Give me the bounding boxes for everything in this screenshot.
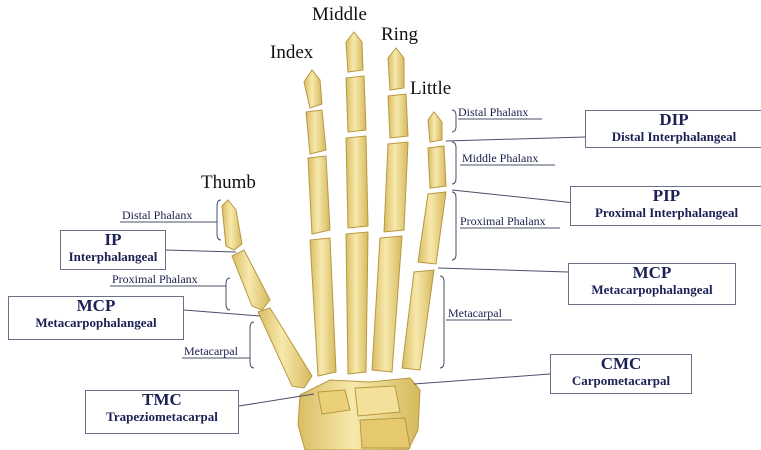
joint-abbr-tmc: TMC (86, 391, 238, 409)
segment-label-distal-phalanx-right: Distal Phalanx (458, 105, 528, 120)
thumb-bones (222, 200, 312, 388)
middle-finger-bones (346, 32, 368, 374)
finger-label-index: Index (270, 42, 313, 64)
ring-finger-bones (372, 48, 408, 372)
joint-full-dip: Distal Interphalangeal (586, 129, 761, 144)
joint-abbr-dip: DIP (586, 111, 761, 129)
joint-full-mcp-right: Metacarpophalangeal (569, 282, 735, 297)
segment-label-metacarpal-left: Metacarpal (184, 344, 238, 359)
joint-abbr-mcp-right: MCP (569, 264, 735, 282)
joint-full-pip: Proximal Interphalangeal (571, 205, 761, 220)
segment-label-metacarpal-right: Metacarpal (448, 306, 502, 321)
carpal-bones (298, 378, 420, 450)
little-finger-bones (402, 112, 446, 370)
joint-box-tmc: TMC Trapeziometacarpal (85, 390, 239, 434)
finger-label-middle: Middle (312, 4, 367, 26)
joint-full-mcp-left: Metacarpophalangeal (9, 315, 183, 330)
joint-abbr-cmc: CMC (551, 355, 691, 373)
joint-box-dip: DIP Distal Interphalangeal (585, 110, 761, 148)
joint-full-tmc: Trapeziometacarpal (86, 409, 238, 424)
segment-label-middle-phalanx: Middle Phalanx (462, 151, 538, 166)
index-finger-bones (304, 70, 336, 376)
joint-box-pip: PIP Proximal Interphalangeal (570, 186, 761, 226)
segment-label-proximal-phalanx-right: Proximal Phalanx (460, 214, 546, 229)
joint-abbr-mcp-left: MCP (9, 297, 183, 315)
joint-abbr-pip: PIP (571, 187, 761, 205)
finger-label-ring: Ring (381, 24, 418, 46)
segment-label-proximal-phalanx-left: Proximal Phalanx (112, 272, 198, 287)
finger-label-thumb: Thumb (201, 172, 256, 194)
joint-box-cmc: CMC Carpometacarpal (550, 354, 692, 394)
joint-abbr-ip: IP (61, 231, 165, 249)
finger-label-little: Little (410, 78, 451, 100)
joint-full-ip: Interphalangeal (61, 249, 165, 264)
joint-box-ip: IP Interphalangeal (60, 230, 166, 270)
joint-box-mcp-left: MCP Metacarpophalangeal (8, 296, 184, 340)
segment-label-distal-phalanx-left: Distal Phalanx (122, 208, 192, 223)
joint-full-cmc: Carpometacarpal (551, 373, 691, 388)
joint-box-mcp-right: MCP Metacarpophalangeal (568, 263, 736, 305)
